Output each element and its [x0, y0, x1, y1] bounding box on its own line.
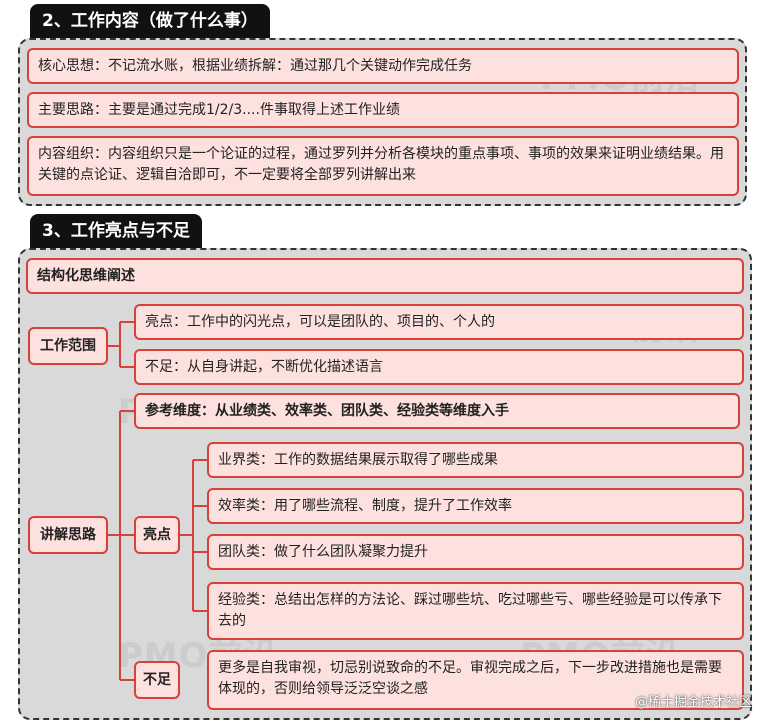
reference-dimension-box: 参考维度：从业绩类、效率类、团队类、经验类等维度入手	[134, 393, 740, 429]
experience-category-box: 经验类：总结出怎样的方法论、踩过哪些坑、吃过哪些亏、哪些经验是可以传承下去的	[207, 582, 744, 640]
section-3-header: 3、工作亮点与不足	[30, 214, 202, 248]
main-approach-box: 主要思路：主要是通过完成1/2/3....件事取得上述工作业绩	[27, 92, 739, 128]
team-category-box: 团队类：做了什么团队凝聚力提升	[207, 534, 744, 570]
highlight-node: 亮点	[134, 516, 180, 554]
credit-watermark: @稀土掘金技术社区	[634, 695, 752, 710]
section-2-panel: PMO前沿 核心思想：不记流水账，根据业绩拆解：通过那几个关键动作完成任务 主要…	[18, 38, 747, 206]
efficiency-category-box: 效率类：用了哪些流程、制度，提升了工作效率	[207, 488, 744, 524]
structured-thinking-box: 结构化思维阐述	[26, 258, 744, 294]
industry-category-box: 业界类：工作的数据结果展示取得了哪些成果	[207, 442, 744, 478]
work-scope-node: 工作范围	[28, 327, 108, 365]
scope-highlight-box: 亮点：工作中的闪光点，可以是团队的、项目的、个人的	[134, 304, 744, 340]
core-idea-box: 核心思想：不记流水账，根据业绩拆解：通过那几个关键动作完成任务	[27, 48, 739, 84]
section-2-header: 2、工作内容（做了什么事）	[30, 4, 270, 38]
shortfall-text-box: 更多是自我审视，切忌别说致命的不足。审视完成之后，下一步改进措施也是需要体现的，…	[207, 650, 744, 710]
explanation-approach-node: 讲解思路	[28, 516, 108, 554]
content-organization-box: 内容组织：内容组织只是一个论证的过程，通过罗列并分析各模块的重点事项、事项的效果…	[27, 136, 739, 196]
scope-shortfall-box: 不足：从自身讲起，不断优化描述语言	[134, 349, 744, 385]
shortfall-node: 不足	[134, 661, 180, 699]
